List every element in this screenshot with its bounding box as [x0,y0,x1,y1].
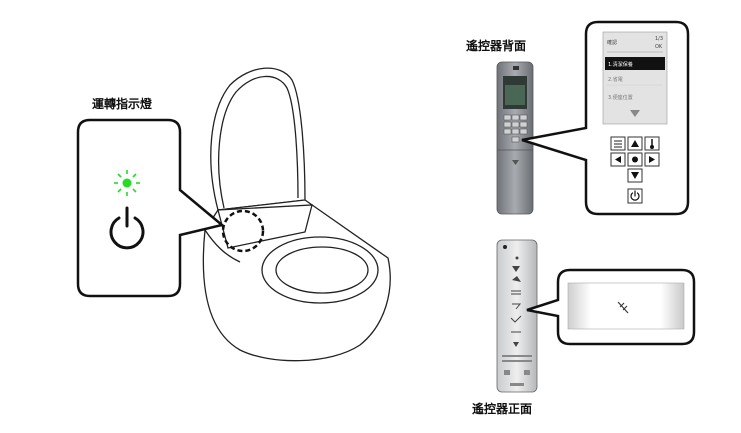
toilet-illustration [202,67,391,362]
power-icon [109,206,145,250]
arrow-up-icon [631,140,639,147]
screen-header-right-top: 1/3 [655,36,663,42]
remote-front-label: 遙控器正面 [472,402,533,416]
power-icon [630,190,640,201]
arrow-left-icon [615,156,621,163]
indicator-highlight-circle [221,209,265,253]
screen-menu-item-2: 2.省電 [608,76,623,83]
indicator-label: 運轉指示燈 [92,97,153,111]
scroll-down-icon [630,110,640,117]
arrow-down-icon [631,172,639,179]
arrow-right-icon [649,156,655,163]
screen-header-left: 確認 [607,39,617,46]
indicator-callout [76,118,225,298]
screen-menu-item-3: 3.便座位置 [608,94,633,101]
wand-icon [617,301,629,314]
indicator-light-icon [114,170,140,196]
remote-back-label: 遙控器背面 [466,39,527,53]
remote-front-body [496,239,538,393]
thermometer-icon [650,139,654,149]
remote-back-callout [521,20,690,216]
remote-front-callout [526,268,696,346]
screen-menu-item-1: 1.清潔保養 [608,61,633,68]
remote-back-body [496,61,534,215]
screen-header-right-bottom: OK [655,44,663,50]
menu-icon [614,140,622,148]
center-dot-icon [632,156,638,163]
